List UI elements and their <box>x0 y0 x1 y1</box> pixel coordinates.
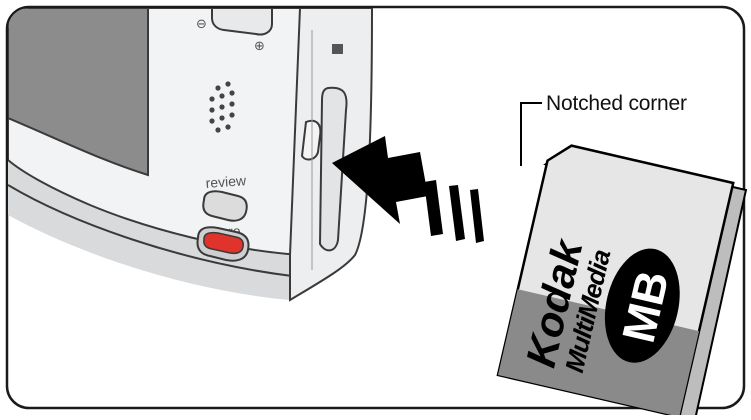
zoom-control: ⊖ ⊕ <box>196 8 273 53</box>
share-button <box>203 231 244 255</box>
arrow-head <box>332 136 428 224</box>
speaker-grille <box>209 81 235 133</box>
slot-door-latch <box>300 119 322 161</box>
notched-corner-label: Notched corner <box>546 92 687 115</box>
review-button <box>202 190 248 222</box>
arrow-dash-1 <box>424 180 443 236</box>
memory-card: Kodak MultiMedia MB <box>496 144 748 420</box>
arrow-dash-2 <box>449 185 465 241</box>
zoom-tele-icon: ⊕ <box>254 38 265 53</box>
camera-lcd-screen <box>8 8 149 177</box>
insertion-arrow <box>332 136 484 243</box>
card-slot <box>318 86 348 252</box>
arrow-dash-3 <box>470 189 484 243</box>
review-label: review <box>205 172 247 191</box>
callout-leader-line <box>520 102 542 166</box>
card-badge-oval <box>604 248 680 363</box>
zoom-wide-icon: ⊖ <box>196 16 207 31</box>
card-slot-icon <box>332 44 343 54</box>
